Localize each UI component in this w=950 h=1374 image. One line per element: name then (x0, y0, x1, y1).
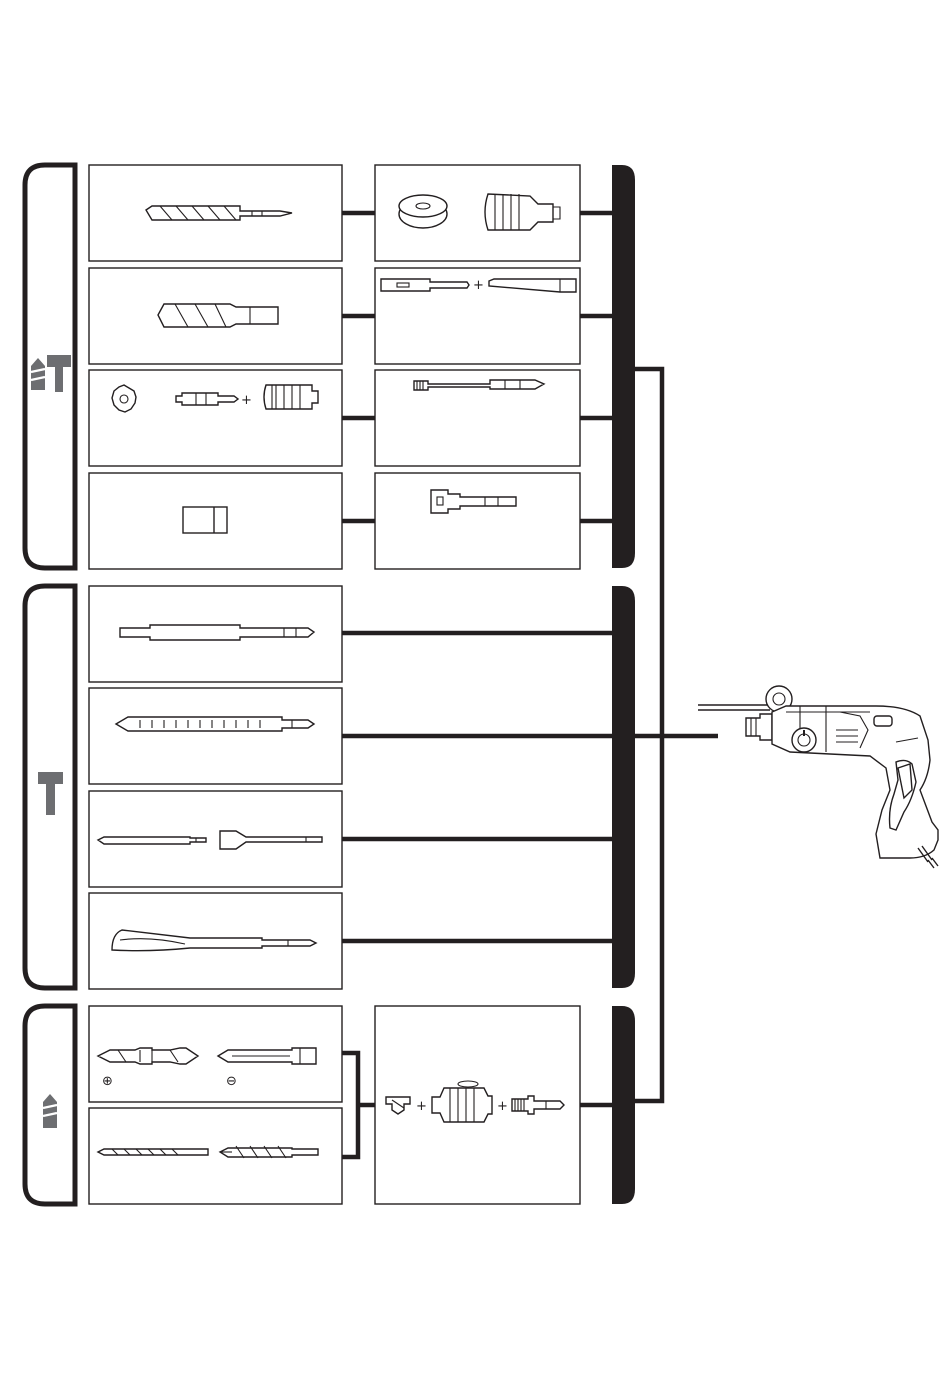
plus-sign: + (416, 1099, 427, 1114)
spine-bar-chiselling (612, 586, 635, 988)
core-bit-taper-icon (158, 304, 278, 327)
main-connector (635, 369, 718, 1101)
plus-sign: + (241, 393, 252, 408)
rotary-hammer-icon (698, 686, 938, 868)
slotted-symbol: ⊖ (226, 1074, 237, 1089)
spine-bar-drilling (612, 1006, 635, 1204)
extension-shaft-icon: + (381, 278, 576, 293)
dust-cap-icon (183, 507, 227, 533)
plus-sign: + (497, 1099, 508, 1114)
phillips-symbol: ⊕ (102, 1074, 113, 1089)
spine-bar-hammer-drilling (612, 165, 635, 568)
plus-sign: + (473, 278, 484, 293)
